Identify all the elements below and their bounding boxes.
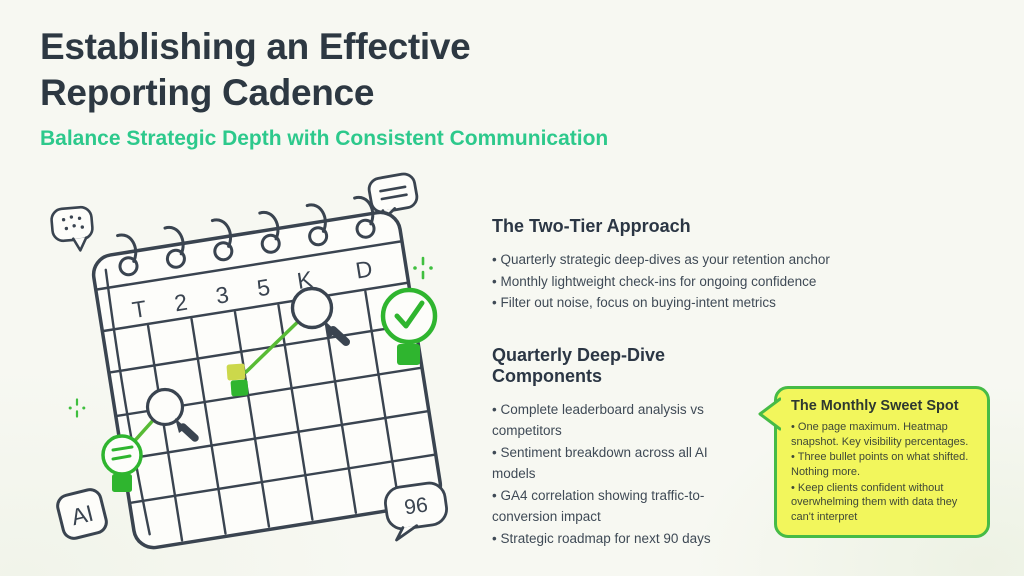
- two-tier-bullets: Quarterly strategic deep-dives as your r…: [492, 250, 888, 314]
- bullet-item: GA4 correlation showing traffic-to-conve…: [492, 486, 732, 528]
- calendar-header-label: K: [295, 266, 315, 294]
- check-circle-icon: [380, 287, 438, 365]
- magnifier-icon-top: [290, 286, 350, 346]
- count-bubble: 96: [384, 481, 448, 542]
- trend-line: [132, 319, 301, 443]
- calendar-grid: [108, 290, 436, 542]
- monthly-sweet-spot-callout: The Monthly Sweet Spot One page maximum.…: [758, 386, 990, 539]
- callout-bullets: One page maximum. Heatmap snapshot. Key …: [791, 420, 975, 524]
- bullet-item: Strategic roadmap for next 90 days: [492, 529, 732, 550]
- bullet-item: Filter out noise, focus on buying-intent…: [492, 293, 888, 314]
- sparkle-icon-right: [413, 256, 433, 280]
- bullet-item: Sentiment breakdown across all AI models: [492, 443, 732, 485]
- calendar-header-label: D: [354, 255, 374, 283]
- deep-dive-heading: Quarterly Deep-Dive Components: [492, 345, 666, 386]
- calendar-illustration: T 2 3 5 K D: [50, 172, 448, 550]
- calendar-header-label: 2: [172, 289, 189, 317]
- bullet-item: Keep clients confident without overwhelm…: [791, 481, 975, 525]
- calendar-body: T 2 3 5 K D: [91, 195, 443, 550]
- speech-bubble-dots-icon: [50, 205, 94, 252]
- highlight-square-yellow: [226, 363, 246, 381]
- deep-dive-section: Quarterly Deep-Dive Components Complete …: [492, 345, 732, 550]
- page-title: Establishing an Effective Reporting Cade…: [40, 26, 471, 113]
- callout-heading: The Monthly Sweet Spot: [791, 398, 959, 414]
- two-tier-heading: The Two-Tier Approach: [492, 216, 691, 236]
- count-bubble-label: 96: [403, 493, 429, 519]
- page-subtitle: Balance Strategic Depth with Consistent …: [40, 127, 609, 150]
- bullet-item: Three bullet points on what shifted. Not…: [791, 450, 975, 479]
- bullet-item: One page maximum. Heatmap snapshot. Key …: [791, 420, 975, 449]
- list-circle-icon: [101, 434, 143, 492]
- deep-dive-bullets: Complete leaderboard analysis vs competi…: [492, 400, 732, 549]
- calendar-header-label: 5: [255, 274, 272, 302]
- callout-tail-icon: [758, 397, 781, 431]
- highlight-square-green: [230, 379, 249, 397]
- bullet-item: Monthly lightweight check-ins for ongoin…: [492, 272, 888, 293]
- calendar-header-label: 3: [214, 281, 231, 309]
- calendar-header-labels: T 2 3 5 K D: [130, 255, 374, 323]
- calendar-header-label: T: [130, 295, 148, 323]
- two-tier-section: The Two-Tier Approach Quarterly strategi…: [492, 216, 888, 315]
- magnifier-icon-bottom: [145, 387, 199, 442]
- bullet-item: Complete leaderboard analysis vs competi…: [492, 400, 732, 442]
- bullet-item: Quarterly strategic deep-dives as your r…: [492, 250, 888, 271]
- ai-badge: AI: [56, 488, 108, 540]
- spiral-binding-icon: [116, 195, 376, 277]
- sparkle-icon-left: [68, 398, 86, 418]
